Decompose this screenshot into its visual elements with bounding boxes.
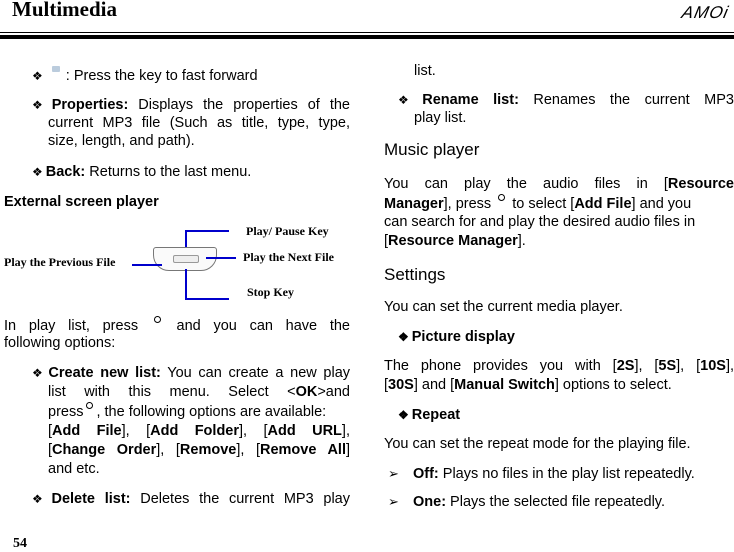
bullet-diamond-icon: ❖	[32, 366, 46, 380]
play-pause-key-label: Play/ Pause Key	[246, 224, 329, 238]
rename-list-text: play list.	[414, 110, 467, 126]
ok-key-icon	[498, 194, 506, 201]
fast-forward-icon	[51, 66, 60, 72]
delete-list-text: list.	[414, 63, 436, 79]
arrow-bullet-icon: ➢	[388, 466, 399, 481]
create-options-line: [Change Order], [Remove], [Remove All]	[48, 442, 350, 458]
repeat-text: You can set the repeat mode for the play…	[384, 436, 691, 452]
next-file-label: Play the Next File	[243, 250, 334, 264]
page-number: 54	[13, 536, 27, 551]
delete-list-item: ❖Delete list: Deletes the current MP3 pl…	[32, 491, 350, 507]
bullet-diamond-icon: ❖	[32, 69, 43, 83]
repeat-off-item: Off: Plays no files in the play list rep…	[413, 466, 695, 482]
bullet-diamond-icon: ❖	[32, 165, 43, 179]
properties-text: current MP3 file (Such as title, type, t…	[48, 115, 350, 131]
music-player-heading: Music player	[384, 140, 480, 159]
music-text: [Resource Manager].	[384, 233, 526, 249]
create-list-item: ❖Create new list: You can create a new p…	[32, 365, 351, 381]
create-list-text: list with this menu. Select <OK>and	[48, 384, 350, 400]
fast-forward-item: ❖: Press the key to fast forward	[32, 66, 258, 84]
create-list-text: press, the following options are availab…	[48, 402, 327, 420]
bullet-diamond-icon: ❖	[32, 98, 49, 112]
external-screen-heading: External screen player	[4, 194, 159, 210]
page-title: Multimedia	[12, 0, 117, 21]
settings-text: You can set the current media player.	[384, 299, 623, 315]
music-text: can search for and play the desired audi…	[384, 214, 696, 230]
music-text: You can play the audio files in [Resourc…	[384, 176, 734, 192]
picture-display-text: The phone provides you with [2S], [5S], …	[384, 358, 734, 374]
create-options-line: [Add File], [Add Folder], [Add URL],	[48, 423, 350, 439]
brand-logo: AMOi	[679, 3, 731, 22]
bullet-diamond-icon: ❖	[398, 408, 409, 422]
picture-display-text: [30S] and [Manual Switch] options to sel…	[384, 377, 672, 393]
header-divider-thick	[0, 35, 734, 39]
properties-item: ❖Properties: Displays the properties of …	[32, 97, 350, 113]
ok-key-icon	[86, 402, 94, 409]
bullet-diamond-icon: ❖	[32, 492, 49, 506]
playlist-intro: In play list, press and you can have the	[4, 316, 350, 334]
repeat-item: ❖Repeat	[398, 407, 461, 423]
rename-list-item: ❖Rename list: Renames the current MP3	[398, 92, 734, 108]
external-key-image	[153, 247, 217, 271]
previous-file-label: Play the Previous File	[4, 255, 116, 269]
create-options-tail: and etc.	[48, 461, 100, 477]
music-text: Manager], press to select [Add File] and…	[384, 194, 692, 212]
ok-key-icon	[153, 316, 161, 323]
header-divider	[0, 32, 734, 33]
bullet-diamond-icon: ❖	[398, 93, 420, 107]
repeat-one-item: One: Plays the selected file repeatedly.	[413, 494, 665, 510]
picture-display-item: ❖Picture display	[398, 329, 515, 345]
bullet-diamond-icon: ❖	[398, 330, 409, 344]
properties-text: size, length, and path).	[48, 133, 195, 149]
back-item: ❖Back: Returns to the last menu.	[32, 164, 252, 180]
playlist-intro-text: following options:	[4, 335, 116, 351]
settings-heading: Settings	[384, 265, 446, 284]
stop-key-label: Stop Key	[247, 285, 295, 299]
arrow-bullet-icon: ➢	[388, 494, 399, 509]
